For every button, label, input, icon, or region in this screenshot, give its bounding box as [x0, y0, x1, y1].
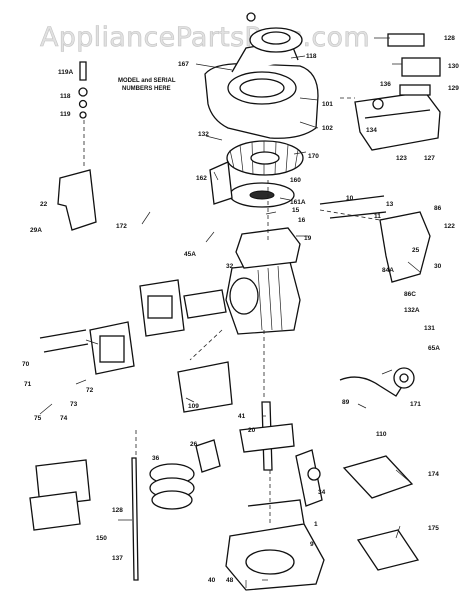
callout-130: 130 — [448, 63, 459, 70]
callout-171: 171 — [410, 401, 421, 408]
callout-41: 41 — [238, 413, 246, 420]
piston-assembly — [149, 439, 221, 510]
callout-136: 136 — [380, 81, 391, 88]
callout-9: 9 — [310, 541, 314, 548]
crankshaft — [239, 401, 295, 471]
carburetor — [139, 279, 227, 337]
fuel-tank — [354, 33, 441, 151]
callout-73: 73 — [70, 401, 78, 408]
callout-1: 1 — [314, 521, 318, 528]
callout-118: 118 — [306, 53, 317, 60]
air-filter-element — [29, 459, 91, 531]
callout-45a: 45A — [184, 251, 196, 258]
callout-123: 123 — [396, 155, 407, 162]
callout-48: 48 — [226, 577, 234, 584]
muffler — [177, 361, 233, 413]
callout-118-left: 118 — [60, 93, 71, 100]
callout-36: 36 — [152, 455, 160, 462]
callout-137: 137 — [112, 555, 123, 562]
fuel-line — [339, 367, 415, 397]
callout-10: 10 — [346, 195, 354, 202]
callout-170: 170 — [308, 153, 319, 160]
callout-84a: 84A — [382, 267, 394, 274]
callout-119: 119 — [60, 111, 71, 118]
callout-26: 26 — [190, 441, 198, 448]
callout-89: 89 — [342, 399, 350, 406]
callout-160: 160 — [290, 177, 301, 184]
callout-101: 101 — [322, 101, 333, 108]
callout-25: 25 — [412, 247, 420, 254]
callout-75: 75 — [34, 415, 42, 422]
callout-110: 110 — [376, 431, 387, 438]
callout-175: 175 — [428, 525, 439, 532]
callout-15: 15 — [292, 207, 300, 214]
callout-22: 22 — [40, 201, 48, 208]
callout-150: 150 — [96, 535, 107, 542]
rewind-starter — [246, 12, 303, 53]
callout-72: 72 — [86, 387, 94, 394]
callout-127: 127 — [424, 155, 435, 162]
oil-fill-parts — [78, 61, 88, 119]
callout-86: 86 — [434, 205, 442, 212]
callout-162: 162 — [196, 175, 207, 182]
model-serial-note-line-2: NUMBERS HERE — [122, 86, 171, 92]
callout-20: 20 — [248, 427, 256, 434]
gasket-175 — [356, 529, 420, 571]
callout-132a: 132A — [404, 307, 420, 314]
air-filter-housing — [39, 321, 135, 375]
watermark-text: AppliancePartsPros.com — [40, 22, 370, 53]
model-serial-note-line-1: MODEL and SERIAL — [118, 78, 176, 84]
callout-134: 134 — [366, 127, 377, 134]
callout-102: 102 — [322, 125, 333, 132]
callout-128: 128 — [444, 35, 455, 42]
connecting-rod — [295, 449, 323, 507]
callout-128-lower: 128 — [112, 507, 123, 514]
callout-16: 16 — [298, 217, 306, 224]
cylinder-block — [225, 261, 301, 335]
cylinder-head — [235, 227, 301, 269]
callout-129: 129 — [448, 85, 459, 92]
callout-13: 13 — [386, 201, 394, 208]
callout-167: 167 — [178, 61, 189, 68]
gasket-174 — [342, 455, 414, 499]
shroud-bracket — [57, 169, 97, 231]
callout-131: 131 — [424, 325, 435, 332]
flywheel — [226, 140, 304, 176]
callout-40: 40 — [208, 577, 216, 584]
callout-65a: 65A — [428, 345, 440, 352]
callout-32: 32 — [226, 263, 234, 270]
callout-122: 122 — [444, 223, 455, 230]
dipstick-tube — [131, 457, 139, 581]
callout-19: 19 — [304, 235, 312, 242]
callout-11: 11 — [374, 213, 381, 220]
governor-linkage — [319, 195, 431, 283]
callout-71: 71 — [24, 381, 32, 388]
callout-30: 30 — [434, 263, 442, 270]
blower-housing — [204, 39, 319, 139]
callout-70: 70 — [22, 361, 30, 368]
callout-34: 34 — [318, 489, 326, 496]
callout-174: 174 — [428, 471, 439, 478]
callout-132: 132 — [198, 131, 209, 138]
callout-29a: 29A — [30, 227, 42, 234]
callout-86c: 86C — [404, 291, 416, 298]
callout-172: 172 — [116, 223, 127, 230]
callout-109: 109 — [188, 403, 199, 410]
callout-161a: 161A — [290, 199, 306, 206]
callout-119a: 119A — [58, 69, 73, 76]
ignition-coil — [209, 161, 295, 208]
crankcase-base — [225, 499, 325, 591]
callout-74: 74 — [60, 415, 68, 422]
